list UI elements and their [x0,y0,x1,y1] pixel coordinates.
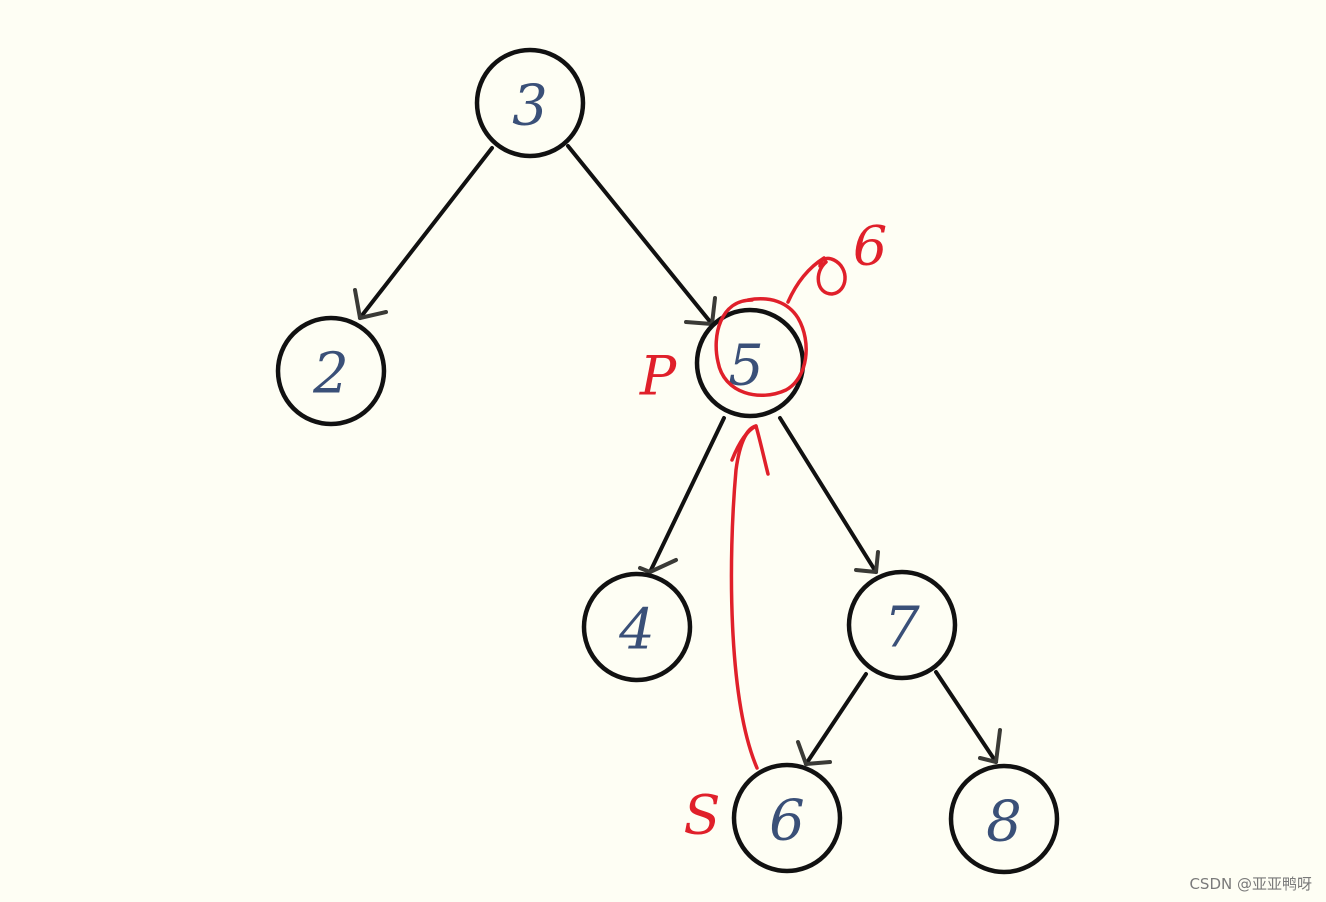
node-label: 8 [986,790,1022,855]
arrowhead-3-2 [353,288,388,320]
replacement-value-label: 6 [853,215,887,278]
tree-node-8: 8 [948,763,1060,875]
tree-node-2: 2 [275,315,387,427]
strike-circle-on-5 [714,297,808,398]
node-label: 4 [618,598,655,663]
tree-node-6: 6 [731,762,843,874]
nodes: 3 2 5 4 7 6 8 [275,47,1060,875]
edge-3-5 [566,144,714,326]
tree-node-4: 4 [581,571,693,683]
edge-3-2 [358,146,494,320]
replace-arrow-line [729,424,759,770]
arrowhead-5-4 [638,558,678,574]
tree-node-3: 3 [474,47,586,159]
edge-7-6 [804,672,868,766]
node-label: 6 [769,789,805,854]
tree-node-5: 5 [694,307,806,419]
arrowhead-7-6 [796,740,832,766]
arrowhead-5-7 [854,550,880,574]
edge-5-7 [778,416,878,574]
pointer-s-label: S [684,784,721,847]
watermark: CSDN @亚亚鸭呀 [1189,875,1312,893]
node-label: 7 [884,596,920,661]
tree-node-7: 7 [846,569,958,681]
edge-7-8 [934,670,998,764]
struck-old-value-mark [816,256,847,296]
replace-arrow-head [730,424,770,476]
arrowhead-7-8 [978,728,1002,764]
node-label: 3 [512,74,548,139]
edges [353,144,1002,766]
pointer-p-label: P [639,345,678,408]
edge-5-4 [648,416,726,574]
node-label: 2 [312,342,349,407]
red-annotations: 6 P S [639,215,887,847]
